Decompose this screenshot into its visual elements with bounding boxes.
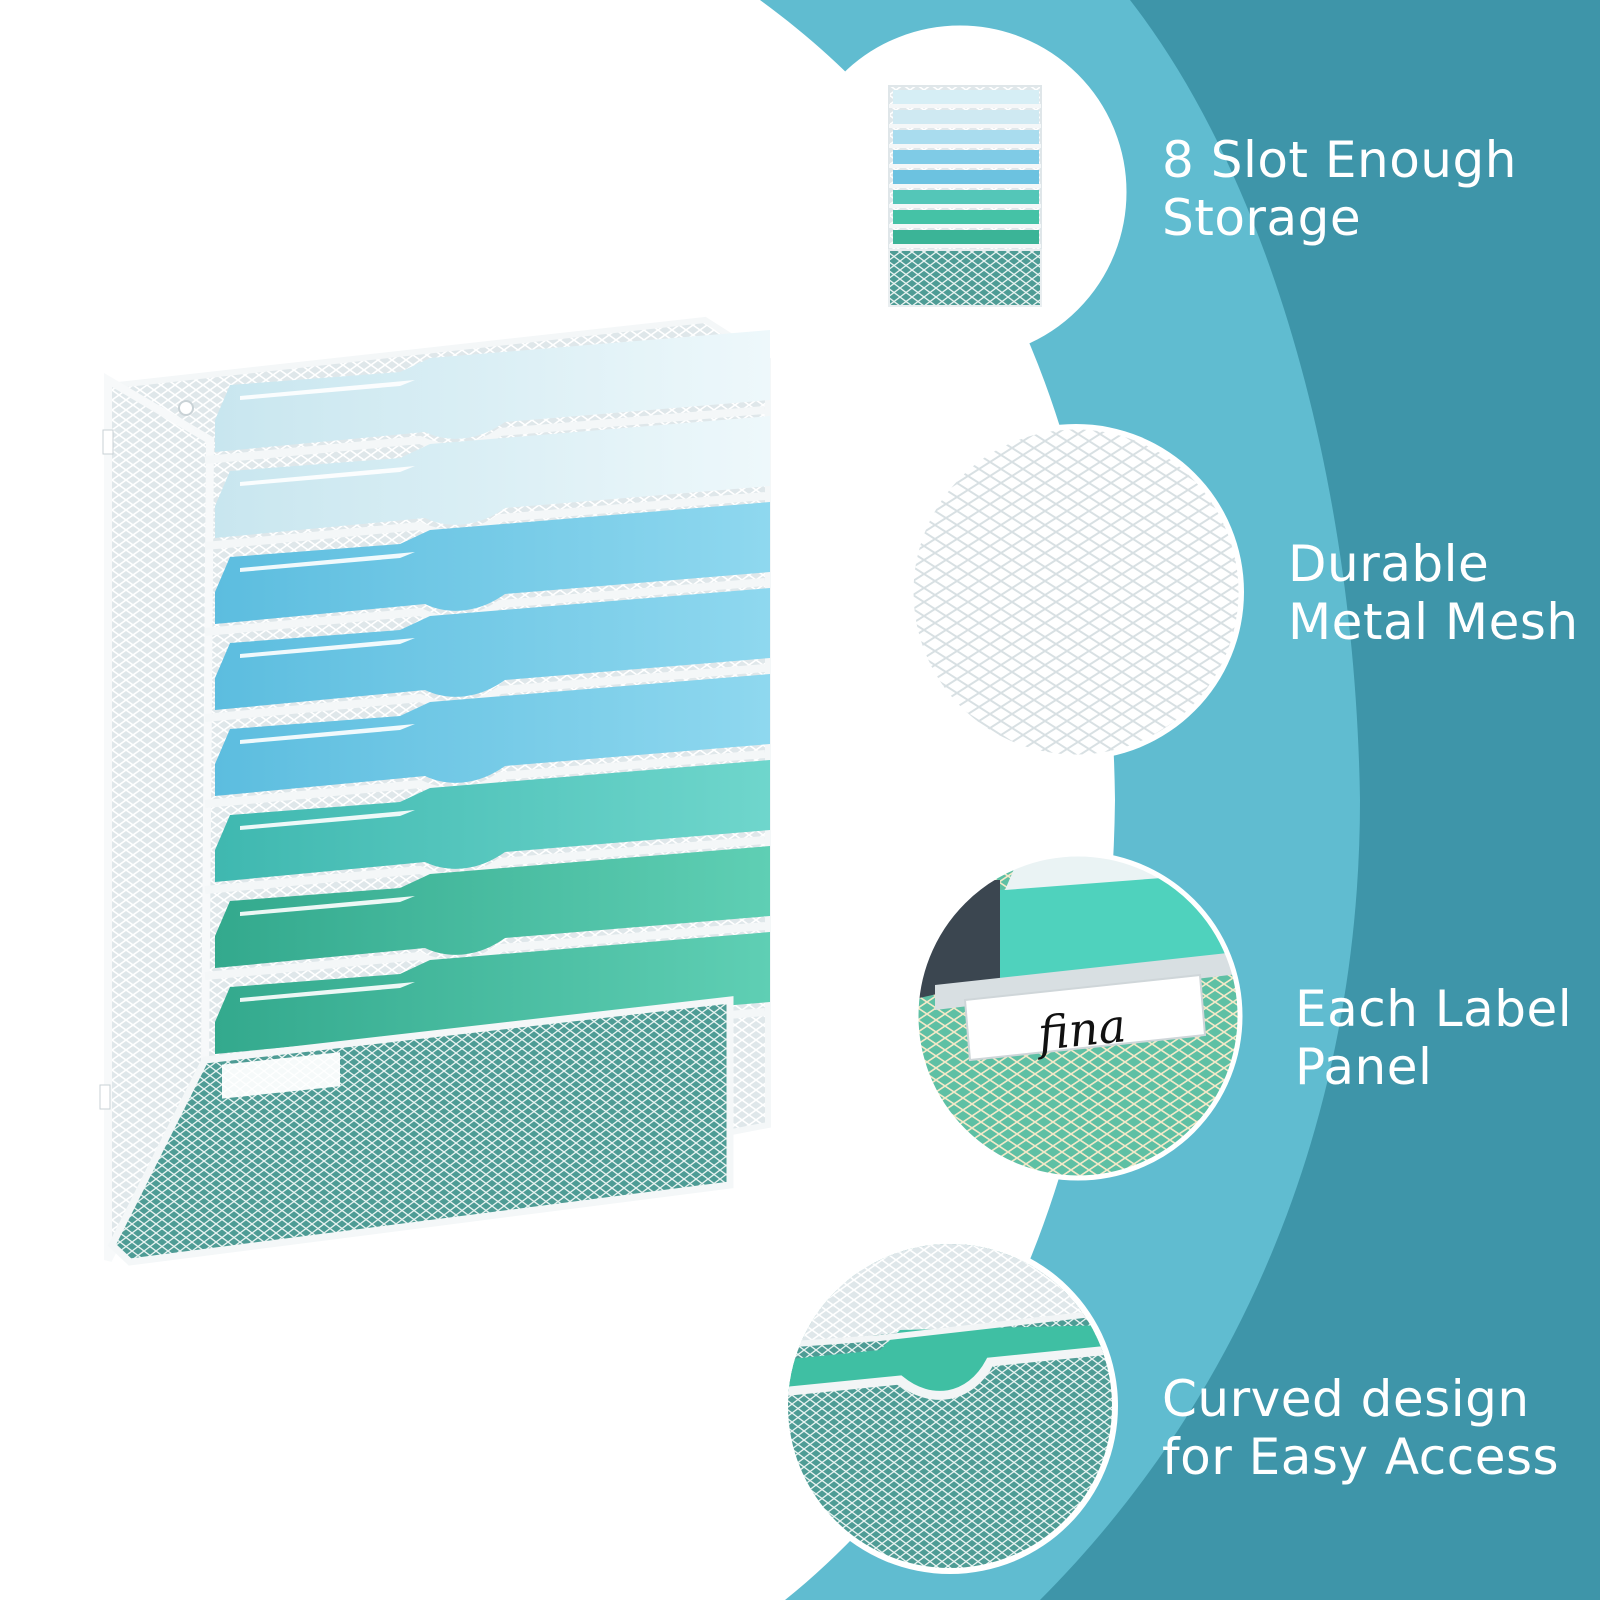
caption-line: Durable [1288, 535, 1490, 593]
caption-line: for Easy Access [1162, 1428, 1560, 1486]
thumbnail-rail [889, 144, 1041, 148]
thumbnail-folder [893, 130, 1039, 144]
thumbnail-folder [893, 110, 1039, 124]
organizer-thumbnail-icon [888, 85, 1042, 307]
caption-line: Storage [1162, 189, 1362, 247]
caption-line: Each Label [1295, 980, 1573, 1038]
caption-line: Curved design [1162, 1370, 1530, 1428]
feature-circle-curved [782, 1238, 1118, 1574]
thumbnail-rail [889, 204, 1041, 208]
thumbnail-rail [889, 124, 1041, 128]
file-organizer-illustration [99, 316, 771, 1266]
background-band-inner [1040, 0, 1600, 1600]
thumbnail-rail [889, 184, 1041, 188]
folder-label-tab [240, 466, 415, 486]
folder-label-tab [240, 982, 415, 1002]
folder [215, 502, 770, 624]
thumbnail-folder [893, 190, 1039, 204]
feature-circle-storage [793, 25, 1127, 359]
thumbnail-rail [889, 224, 1041, 228]
caption-line: Metal Mesh [1288, 593, 1579, 651]
caption-line: 8 Slot Enough [1162, 131, 1517, 189]
folder [215, 674, 770, 796]
folder [215, 760, 770, 882]
thumbnail-folder [893, 230, 1039, 244]
feature-caption-curved: Curved design for Easy Access [1162, 1370, 1559, 1486]
thumbnail-rail [889, 104, 1041, 108]
folder [215, 932, 770, 1054]
folder [215, 330, 770, 452]
folder [215, 846, 770, 968]
metal-mesh-closeup-icon [912, 428, 1240, 756]
thumbnail-folder [893, 170, 1039, 184]
folder [215, 588, 770, 710]
folder-label-tab [240, 724, 415, 744]
thumbnail-folder [893, 90, 1039, 104]
thumbnail-rail [889, 164, 1041, 168]
folder-slots [204, 330, 770, 1066]
thumbnail-rail [889, 244, 1041, 248]
thumbnail-folder [893, 210, 1039, 224]
folder-label-tab [240, 638, 415, 658]
feature-caption-label: Each Label Panel [1295, 980, 1572, 1096]
folder-label-tab [240, 552, 415, 572]
feature-caption-storage: 8 Slot Enough Storage [1162, 131, 1517, 247]
folder-label-tab [240, 810, 415, 830]
caption-line: Panel [1295, 1038, 1433, 1096]
label-handwriting: fina [1033, 998, 1129, 1061]
thumbnail-folder [893, 150, 1039, 164]
folder [215, 416, 770, 538]
folder-label-tab [240, 380, 415, 400]
feature-circle-mesh [908, 424, 1244, 760]
feature-caption-mesh: Durable Metal Mesh [1288, 535, 1579, 651]
curved-edge-closeup-icon [788, 1244, 1112, 1568]
folder-label-tab [240, 896, 415, 916]
